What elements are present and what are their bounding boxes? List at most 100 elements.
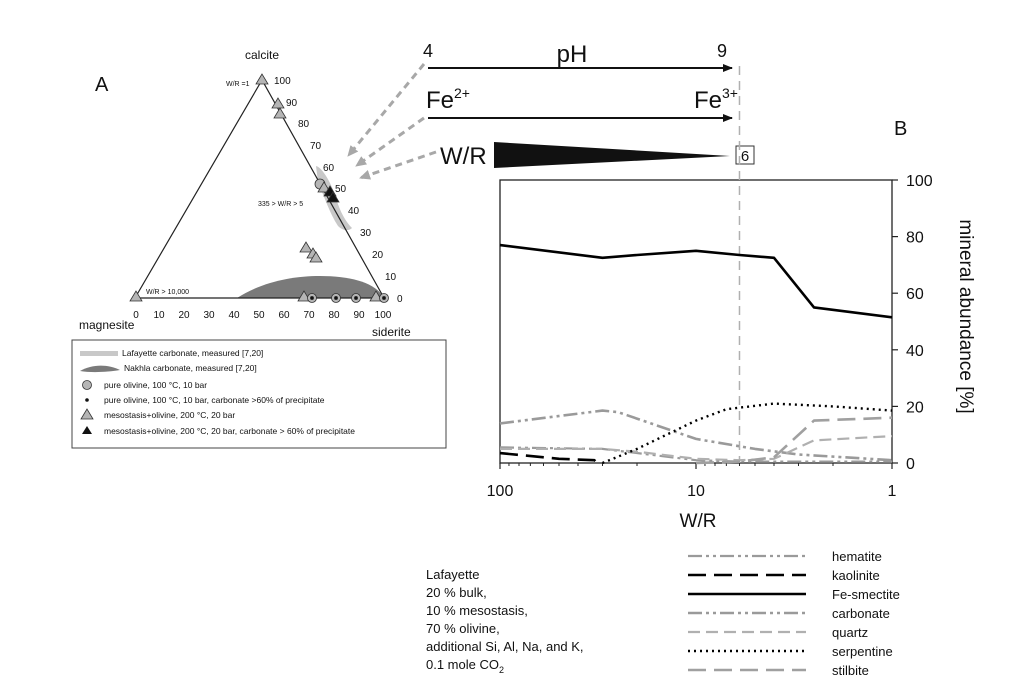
- legend-symbol-triangle-black: [82, 426, 92, 434]
- ternary-markers: [129, 73, 389, 303]
- x-axis-label: W/R: [680, 511, 717, 532]
- co2-subscript: 2: [499, 665, 504, 675]
- annotation-wr-middle: 335 > W/R > 5: [258, 201, 303, 208]
- legend-text: pure olivine, 100 °C, 10 bar: [104, 380, 207, 390]
- legend-label: serpentine: [832, 644, 893, 659]
- wr-box: [735, 145, 755, 165]
- series-legend: hematitekaoliniteFe-smectitecarbonatequa…: [688, 549, 900, 678]
- legend-label: stilbite: [832, 663, 869, 678]
- connector-arrow: [359, 150, 437, 180]
- ternary-outline: [133, 78, 386, 299]
- series-line-stilbite: [695, 416, 893, 465]
- right-tick: 60: [323, 163, 335, 174]
- legend-text: Lafayette carbonate, measured [7,20]: [122, 348, 263, 358]
- bottom-tick: 20: [178, 310, 190, 321]
- fe3-superscript: 3+: [722, 85, 738, 101]
- marker-dot: [309, 295, 314, 300]
- y-tick-label: 100: [906, 173, 933, 190]
- bottom-tick: 50: [253, 310, 265, 321]
- series-line-fe-smectite: [499, 243, 893, 319]
- y-tick-label: 20: [906, 399, 924, 416]
- right-tick: 70: [310, 141, 322, 152]
- wr-wedge: [494, 142, 730, 168]
- marker-triangle-gray: [255, 73, 269, 85]
- composition-note: Lafayette 20 % bulk, 10 % mesostasis, 70…: [426, 567, 584, 675]
- legend-label: carbonate: [832, 606, 890, 621]
- apex-magnesite: magnesite: [79, 318, 135, 332]
- panel-a-label: A: [95, 74, 109, 96]
- bottom-tick: 70: [303, 310, 315, 321]
- series-line-quartz: [500, 435, 893, 462]
- right-axis-ticks: 100 90 80 70 60 50 40 30 20 10 0: [274, 76, 403, 305]
- series-line-serpentine: [602, 402, 893, 465]
- y-tick-label: 0: [906, 456, 915, 473]
- legend-text: pure olivine, 100 °C, 10 bar, carbonate …: [104, 395, 325, 405]
- legend-symbol-triangle-gray: [80, 408, 94, 420]
- series-line-kaolinite: [499, 451, 598, 464]
- bottom-tick: 10: [153, 310, 165, 321]
- right-tick: 100: [274, 76, 291, 87]
- composition-line-co2: 0.1 mole CO2: [426, 657, 504, 675]
- annotation-wr-bottom: W/R > 10,000: [146, 289, 189, 296]
- right-tick: 80: [298, 119, 310, 130]
- marker-dot: [381, 295, 386, 300]
- legend-text: mesostasis+olivine, 200 °C, 20 bar, carb…: [104, 426, 355, 436]
- fe2-label: Fe2+: [426, 85, 470, 114]
- panel-b-label: B: [894, 118, 907, 140]
- wr-trend-label: W/R: [440, 143, 487, 170]
- marker-triangle-black: [326, 191, 340, 203]
- y-tick-label: 40: [906, 343, 924, 360]
- y-tick-label: 80: [906, 230, 924, 247]
- ph-start-label: 4: [423, 41, 433, 61]
- bottom-tick: 0: [133, 310, 139, 321]
- right-tick: 90: [286, 98, 298, 109]
- legend-symbol-dot: [85, 398, 89, 402]
- legend-text: mesostasis+olivine, 200 °C, 20 bar: [104, 410, 235, 420]
- composition-line: Lafayette: [426, 567, 480, 582]
- series-line-hematite: [499, 446, 892, 463]
- x-tick-label: 100: [487, 483, 514, 500]
- right-tick: 50: [335, 184, 347, 195]
- apex-calcite: calcite: [245, 48, 279, 62]
- legend-label: hematite: [832, 549, 882, 564]
- x-tick-label: 1: [888, 483, 897, 500]
- marker-triangle-gray: [129, 290, 143, 302]
- right-tick: 20: [372, 250, 384, 261]
- composition-line: additional Si, Al, Na, and K,: [426, 639, 584, 654]
- ph-label: pH: [557, 41, 588, 68]
- legend-symbol-lafayette: [80, 351, 118, 356]
- y-axis-label: mineral abundance [%]: [955, 219, 976, 413]
- bottom-tick: 40: [228, 310, 240, 321]
- fe3-label: Fe3+: [694, 85, 738, 114]
- legend-label: Fe-smectite: [832, 587, 900, 602]
- composition-line: 10 % mesostasis,: [426, 603, 528, 618]
- marker-dot: [353, 295, 358, 300]
- nakhla-band: [237, 276, 383, 298]
- ternary-legend: Lafayette carbonate, measured [7,20] Nak…: [71, 339, 447, 449]
- marker-dot: [333, 295, 338, 300]
- right-tick: 40: [348, 206, 360, 217]
- marker-triangle-gray: [309, 251, 323, 263]
- marker-triangle-gray: [369, 290, 383, 302]
- bottom-tick: 30: [203, 310, 215, 321]
- legend-text: Nakhla carbonate, measured [7,20]: [124, 363, 257, 373]
- x-tick-label: 10: [687, 483, 705, 500]
- composition-line: 70 % olivine,: [426, 621, 500, 636]
- legend-box: [71, 339, 447, 449]
- bottom-tick: 80: [328, 310, 340, 321]
- bottom-tick: 100: [375, 310, 392, 321]
- series-line-carbonate: [499, 409, 893, 462]
- legend-label: kaolinite: [832, 568, 880, 583]
- right-tick: 0: [397, 294, 403, 305]
- marker-triangle-gray: [317, 181, 331, 193]
- connector-arrow: [355, 116, 425, 168]
- ternary-diagram: A calcite magnesite siderite 100 90 80 7…: [79, 48, 411, 339]
- right-tick: 10: [385, 272, 397, 283]
- fe2-superscript: 2+: [454, 85, 470, 101]
- legend-symbol-nakhla: [80, 365, 120, 373]
- annotation-wr-top: W/R =1: [226, 81, 250, 88]
- composition-line: 20 % bulk,: [426, 585, 487, 600]
- wr-box-label: 6: [741, 148, 749, 165]
